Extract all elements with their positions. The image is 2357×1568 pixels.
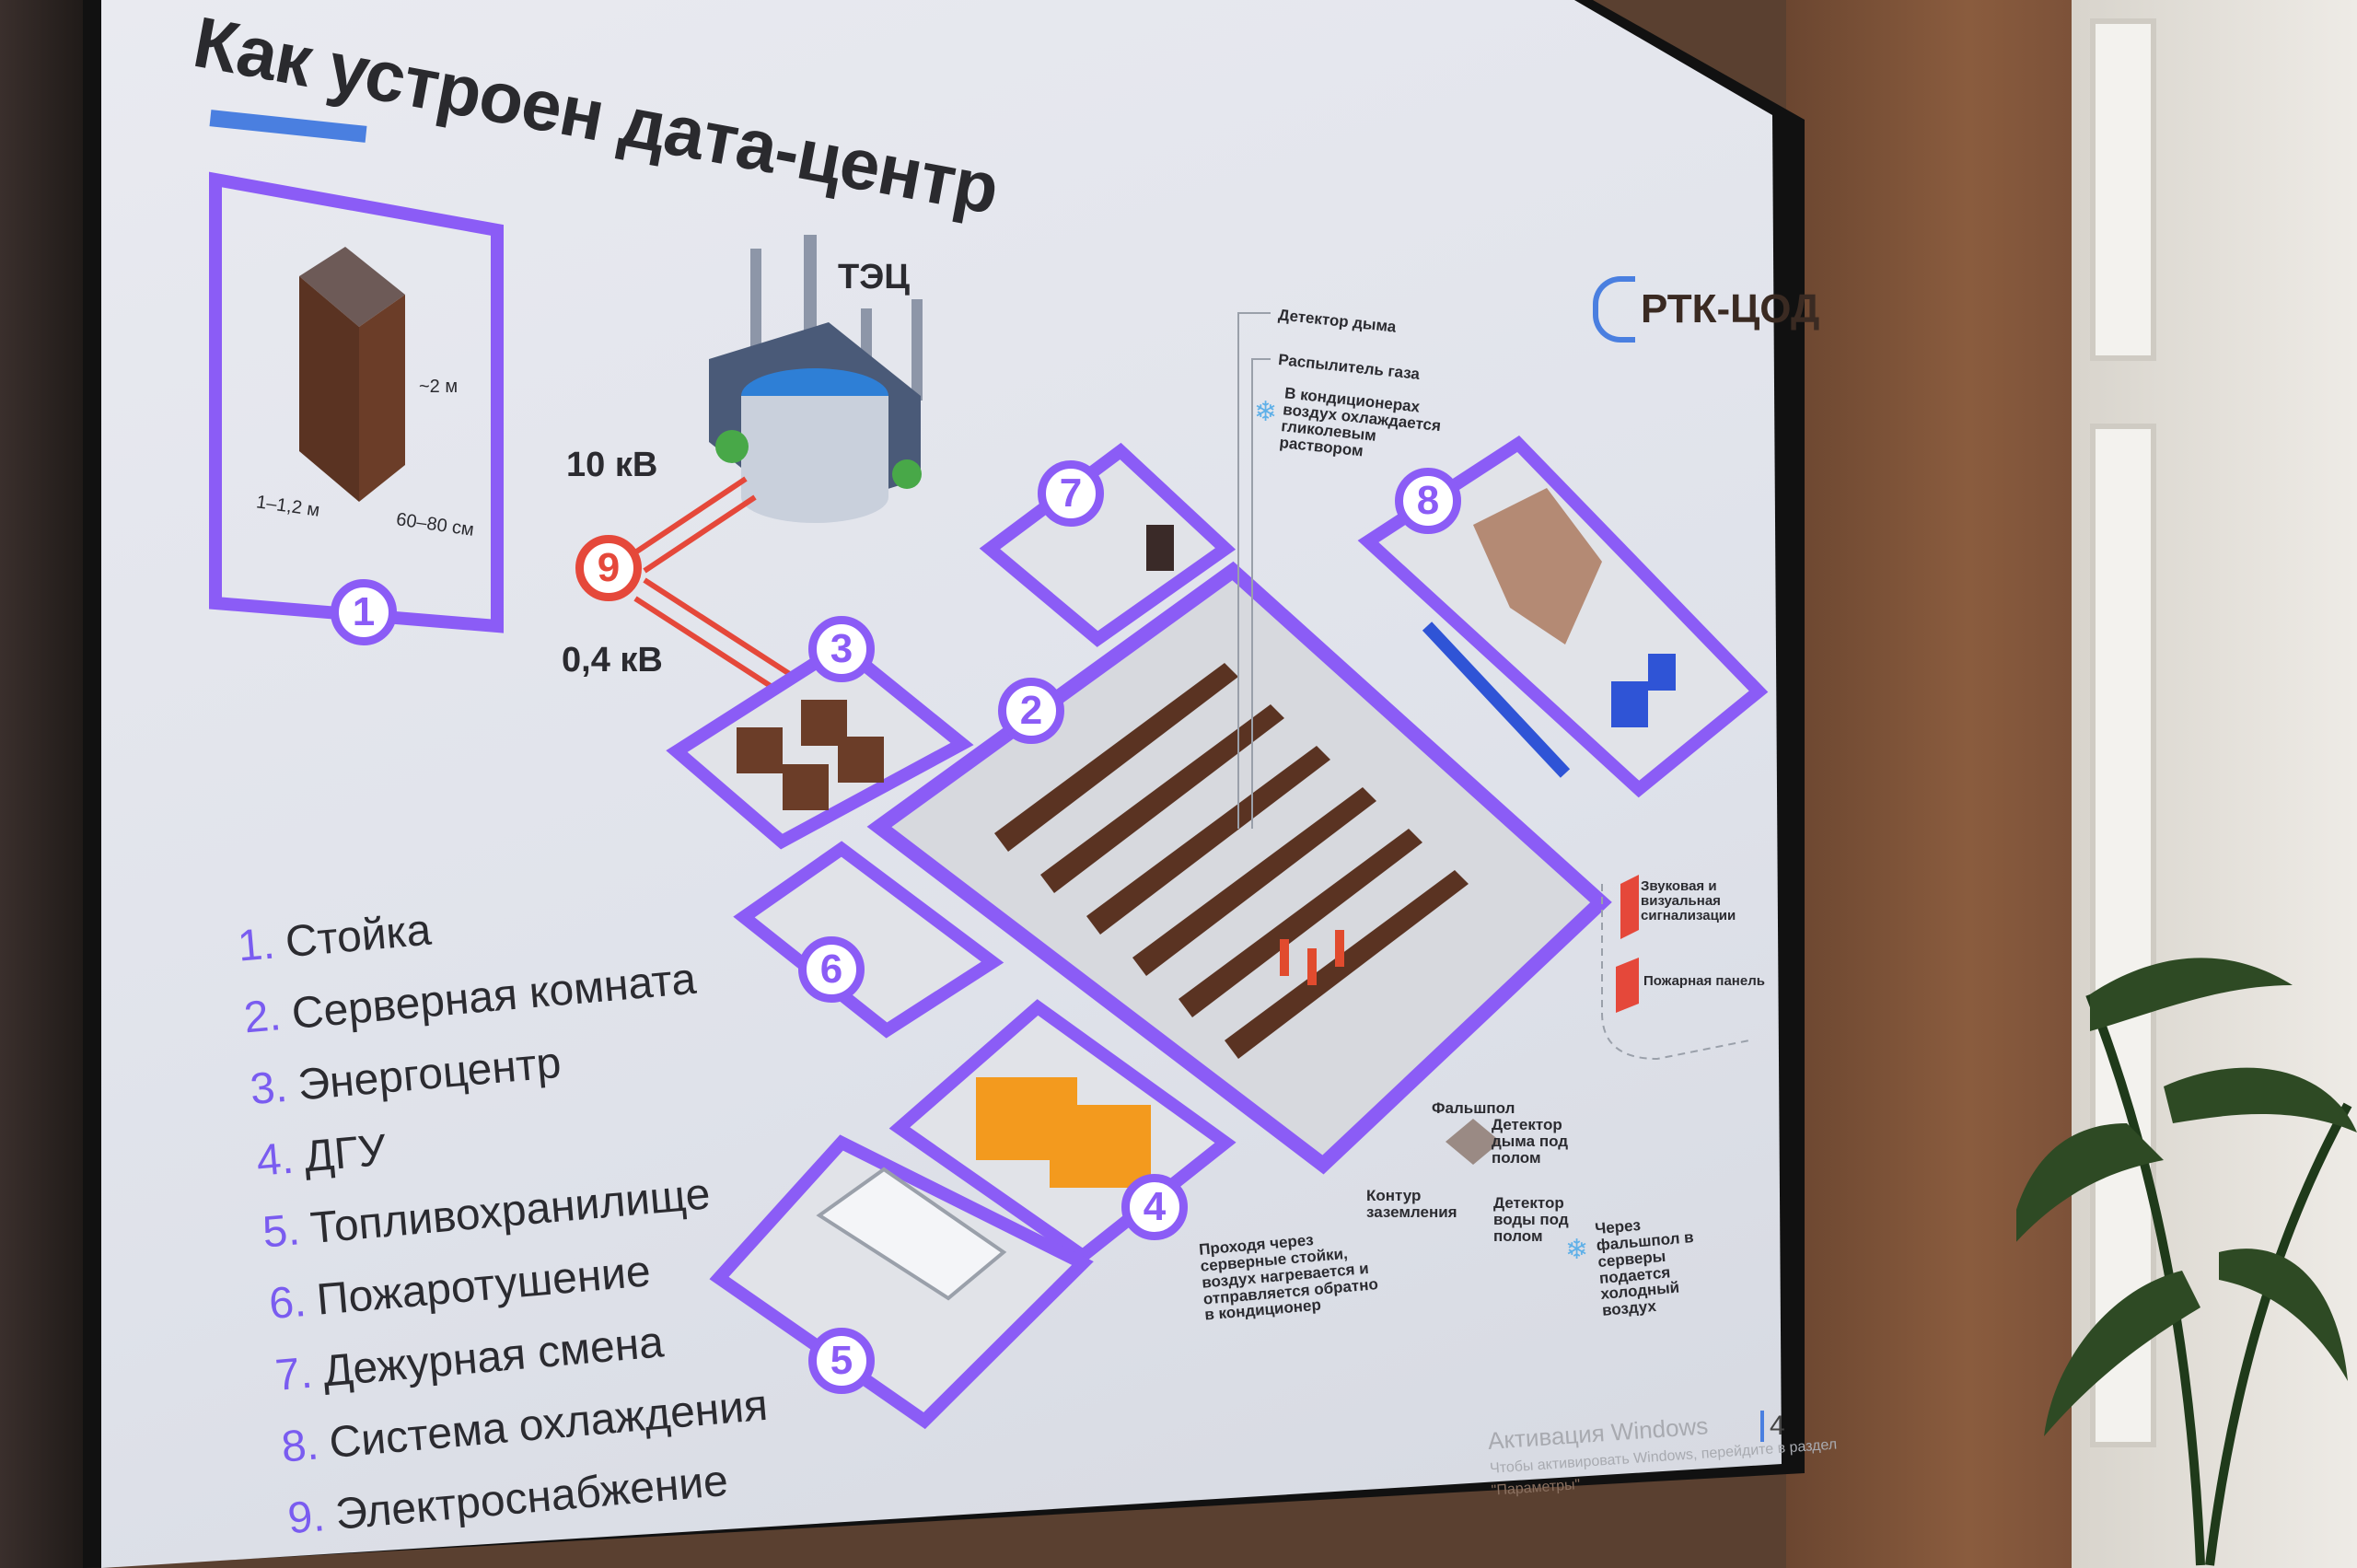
legend-number: 8.: [279, 1420, 321, 1472]
legend-label: Стойка: [283, 905, 434, 968]
rack-height: ~2 м: [419, 377, 459, 397]
wall-right: [1786, 0, 2090, 1568]
window: [2016, 0, 2357, 1568]
legend-number: 1.: [236, 919, 277, 971]
cold-air-label: Через фальшпол в серверы подается холодн…: [1594, 1215, 1695, 1320]
logo-text: РТК-ЦОД: [1641, 286, 1820, 331]
high-voltage-label: 10 кВ: [566, 446, 658, 484]
legend-number: 6.: [267, 1276, 308, 1330]
rtk-cod-logo: РТК-ЦОД: [1593, 276, 1819, 343]
snowflake-icon: ❄: [1254, 397, 1278, 427]
marker-2: 2: [998, 678, 1064, 744]
marker-7: 7: [1038, 460, 1104, 527]
legend-number: 5.: [261, 1205, 302, 1258]
plant-icon: [2016, 958, 2357, 1566]
rack-box-outline: [209, 171, 504, 633]
window-pane: [2090, 424, 2156, 1447]
hot-air-label: Проходя через серверные стойки, воздух н…: [1198, 1231, 1379, 1324]
alarm-label: Звуковая и визуальная сигнализации: [1641, 878, 1736, 923]
raised-floor-icon: [1446, 1119, 1501, 1165]
marker-8: 8: [1395, 468, 1461, 534]
legend-label: ДГУ: [302, 1125, 389, 1182]
plant-label: ТЭЦ: [838, 258, 911, 296]
legend-number: 2.: [241, 991, 284, 1043]
server-rack-rows: [994, 663, 1469, 1059]
alarm-icon: [1620, 875, 1639, 939]
legend-list: 1.Стойка 2.Серверная комната 3.Энергоцен…: [235, 869, 777, 1555]
power-plant-icon: [709, 235, 923, 523]
legend-label: Энергоцентр: [296, 1038, 563, 1110]
staff-figures: [1280, 930, 1344, 985]
low-voltage-label: 0,4 кВ: [562, 641, 663, 679]
grounding-label: Контур заземления: [1366, 1187, 1457, 1221]
water-under-floor-label: Детектор воды под полом: [1493, 1194, 1569, 1245]
cloud-icon: [1593, 276, 1635, 343]
legend-number: 3.: [248, 1062, 290, 1115]
raised-floor-label: Фальшпол: [1432, 1099, 1515, 1117]
page-number: 4: [1760, 1411, 1785, 1442]
rack-top: [299, 247, 405, 327]
power-lines: [633, 476, 803, 703]
smoke-under-floor-label: Детектор дыма под полом: [1492, 1116, 1569, 1167]
marker-3: 3: [808, 616, 875, 682]
rack-side: [359, 295, 405, 502]
fire-panel-label: Пожарная панель: [1643, 973, 1765, 989]
fire-panel-icon: [1616, 958, 1639, 1013]
marker-9: 9: [575, 535, 642, 601]
marker-4: 4: [1121, 1174, 1188, 1240]
snowflake-icon: ❄: [1565, 1235, 1589, 1265]
legend-number: 7.: [273, 1348, 315, 1400]
marker-1: 1: [331, 579, 397, 645]
legend-number: 9.: [285, 1492, 327, 1544]
marker-5: 5: [808, 1328, 875, 1394]
legend-number: 4.: [254, 1133, 296, 1186]
window-pane: [2090, 18, 2156, 361]
rack-front: [299, 276, 359, 502]
marker-6: 6: [798, 936, 865, 1003]
